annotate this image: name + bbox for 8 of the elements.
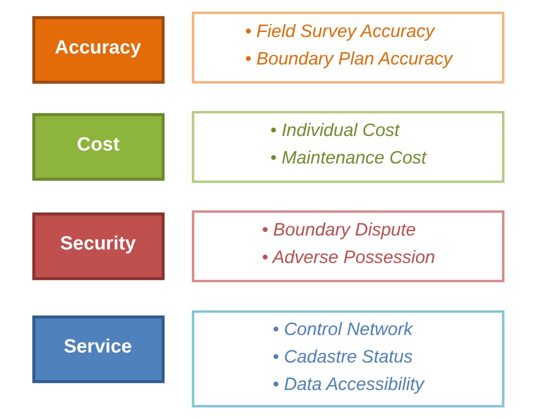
node-box: Security xyxy=(32,212,164,280)
node-box: • Control Network • Cadastre Status • Data Accessibility xyxy=(191,310,504,408)
node-box: • Field Survey Accuracy • Boundary Plan Accuracy xyxy=(191,12,504,84)
node-box: Cost xyxy=(32,113,164,181)
node-box: • Boundary Dispute • Adverse Possession xyxy=(191,210,504,282)
node-box: Service xyxy=(32,315,164,384)
node-box: Accuracy xyxy=(32,16,164,84)
node-box: • Individual Cost • Maintenance Cost xyxy=(191,111,504,183)
